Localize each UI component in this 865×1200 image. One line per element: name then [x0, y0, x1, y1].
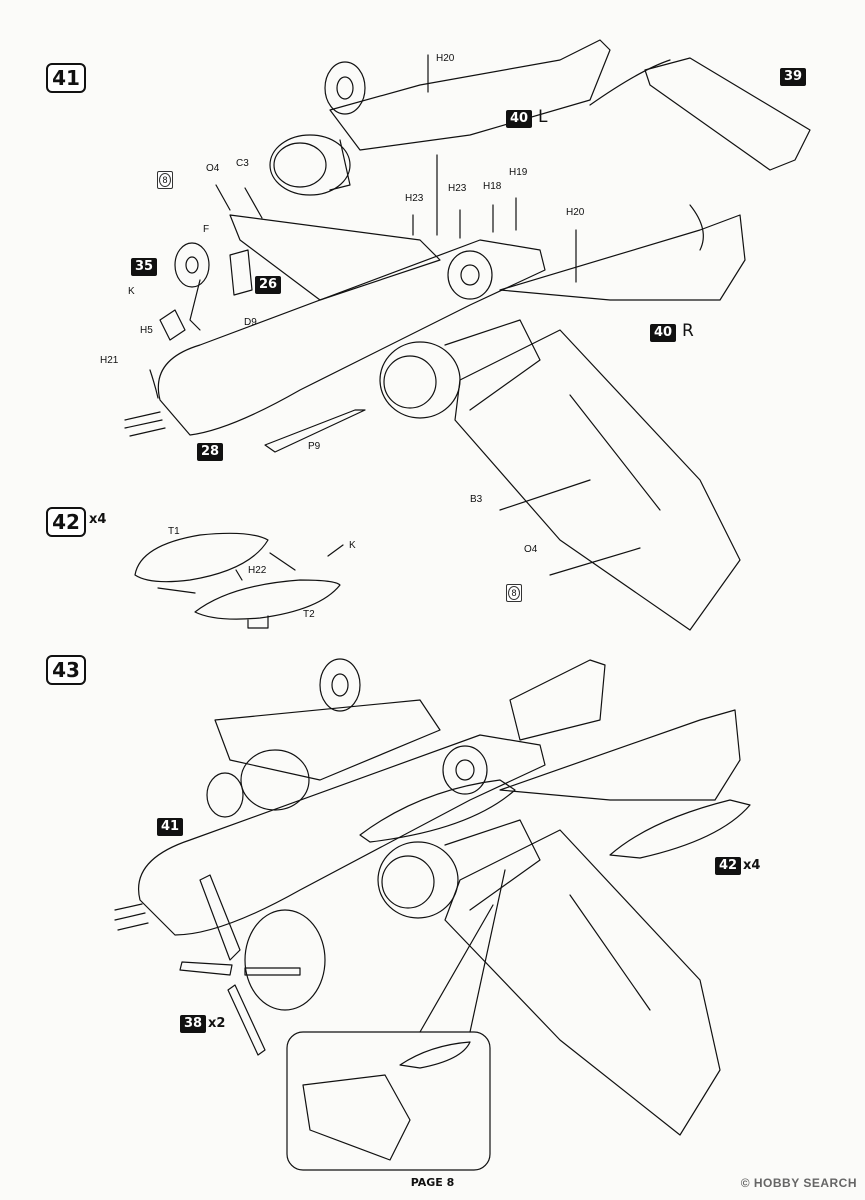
part-label-h20-right: H20 — [566, 207, 585, 218]
part-label-o4-top: O4 — [206, 163, 220, 174]
ref-40-left: 40 — [506, 110, 533, 128]
ref-39: 39 — [780, 68, 807, 86]
upper-boom-outline — [329, 39, 611, 151]
part-label-h5: H5 — [140, 325, 153, 336]
part-label-f: F — [203, 224, 210, 235]
part-label-h21: H21 — [100, 355, 119, 366]
step-43-number: 43 — [46, 655, 86, 685]
ref-28: 28 — [197, 443, 224, 461]
part-label-t2: T2 — [303, 609, 315, 620]
part-label-d9: D9 — [244, 317, 257, 328]
step-41-number: 41 — [46, 63, 86, 93]
ref-42: 42 — [715, 857, 742, 875]
right-boom-outline — [499, 214, 746, 301]
fuselage-outline — [157, 239, 546, 436]
upper-engine-left — [269, 134, 351, 196]
part-t1 — [134, 532, 269, 583]
part-label-h18: H18 — [483, 181, 502, 192]
part-label-t1: T1 — [168, 526, 180, 537]
watermark: © HOBBY SEARCH — [740, 1176, 857, 1190]
step-42-number: 42 — [46, 507, 86, 537]
ref-40-right-suffix: R — [682, 321, 694, 341]
ref-35: 35 — [131, 258, 158, 276]
upper-wheel-left — [324, 61, 366, 115]
part-t2 — [194, 579, 341, 620]
part-h5 — [159, 309, 186, 341]
part-label-h23-a: H23 — [405, 193, 424, 204]
ref-41: 41 — [157, 818, 184, 836]
nose-wheel-part — [174, 242, 210, 288]
ref-26: 26 — [255, 276, 282, 294]
step-42-multiplier: x4 — [89, 512, 107, 527]
step43-fuselage — [138, 734, 546, 936]
ref-42-multiplier: x4 — [743, 858, 761, 873]
step43-right-engine — [377, 841, 459, 919]
part-label-p9: P9 — [308, 441, 321, 452]
ref-38: 38 — [180, 1015, 207, 1033]
step43-drop-tank — [609, 799, 751, 859]
page-number: PAGE 8 — [410, 1176, 455, 1189]
paint-code-top: 8 — [157, 171, 173, 189]
main-wheel — [447, 250, 493, 300]
step43-right-boom — [499, 709, 741, 801]
stabilizer-part — [644, 57, 811, 171]
inset-wing-panel — [302, 1074, 411, 1161]
ref-40-right: 40 — [650, 324, 677, 342]
part-label-c3: C3 — [236, 158, 249, 169]
part-label-h19: H19 — [509, 167, 528, 178]
ref-40-left-suffix: L — [538, 107, 548, 127]
part-label-h22: H22 — [248, 565, 267, 576]
flap-p9 — [264, 409, 366, 453]
part-label-k-left: K — [128, 286, 135, 297]
paint-code-top-value: 8 — [159, 173, 171, 187]
part-label-o4-bottom: O4 — [524, 544, 538, 555]
paint-code-bottom: 8 — [506, 584, 522, 602]
right-wing-outline — [454, 329, 741, 631]
left-wing-outline — [229, 214, 441, 301]
part-label-h23-b: H23 — [448, 183, 467, 194]
part-label-b3: B3 — [470, 494, 483, 505]
paint-code-bottom-value: 8 — [508, 586, 520, 600]
step43-left-wing — [214, 699, 441, 781]
detail-inset-frame — [286, 1031, 491, 1171]
propeller-spinner-cowl — [244, 909, 326, 1011]
part-26 — [229, 249, 253, 296]
part-label-k-42: K — [349, 540, 356, 551]
step43-right-wing — [444, 829, 721, 1136]
ref-38-multiplier: x2 — [208, 1016, 226, 1031]
part-label-h20-top: H20 — [436, 53, 455, 64]
